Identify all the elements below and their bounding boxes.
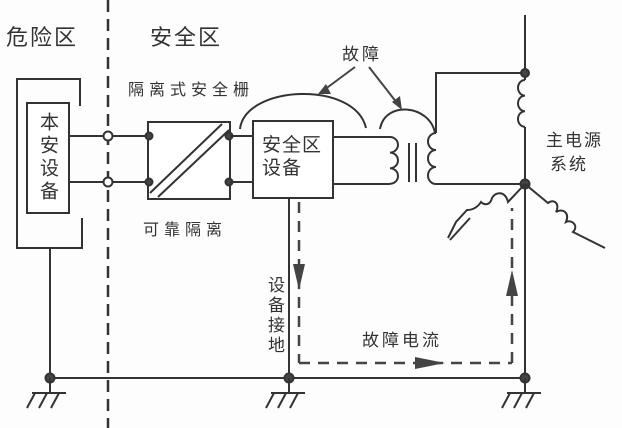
equipment-grounding-label: 设备接地 — [264, 276, 284, 356]
mains-coil-top — [517, 79, 526, 128]
transformer-secondary-coil — [427, 132, 437, 185]
terminal-top — [102, 130, 114, 142]
fault-label: 故障 — [342, 45, 382, 65]
safe-zone-device-box — [252, 120, 334, 199]
fault-arc-left — [239, 93, 367, 130]
fault-pointer-right-head — [392, 96, 402, 110]
barrier-node — [144, 177, 154, 187]
barrier-node — [144, 131, 154, 141]
fault-current-arrow-up — [506, 270, 518, 296]
fault-pointer-left-head — [318, 84, 331, 94]
safe-zone-device-label-line2: 设备 — [262, 157, 303, 179]
ground-symbol-right — [501, 378, 541, 409]
safe-zone-device-label-line1: 安全区 — [262, 134, 323, 156]
ground-symbol-middle — [265, 378, 305, 409]
fault-arc-right — [379, 108, 436, 134]
ground-symbol-left — [26, 378, 66, 409]
intrinsic-device-box — [26, 102, 70, 214]
transformer-primary-coil — [389, 136, 399, 185]
terminal-bottom — [102, 176, 114, 188]
intrinsic-device-label: 本安设备 — [37, 112, 59, 204]
reliable-isolation-label: 可靠隔离 — [143, 220, 228, 239]
fault-pointer-right — [368, 66, 398, 104]
safe-zone-label: 安全区 — [150, 26, 223, 51]
wye-branch-right — [524, 183, 606, 249]
mains-system-label-line1: 主电源 — [546, 131, 603, 151]
hazardous-zone-label: 危险区 — [6, 26, 79, 51]
hazard-enclosure — [16, 78, 83, 249]
isolating-barrier-label: 隔离式安全栅 — [128, 80, 255, 99]
isolating-barrier-box — [147, 121, 231, 200]
mains-node-top — [520, 68, 530, 78]
fault-current-label: 故障电流 — [362, 331, 442, 351]
fault-current-arrow-down — [293, 264, 305, 290]
mains-system-label-line2: 系统 — [550, 155, 588, 175]
wye-branch-left — [447, 183, 526, 241]
fault-current-arrow-right — [415, 357, 445, 369]
fault-pointer-left — [323, 66, 356, 91]
